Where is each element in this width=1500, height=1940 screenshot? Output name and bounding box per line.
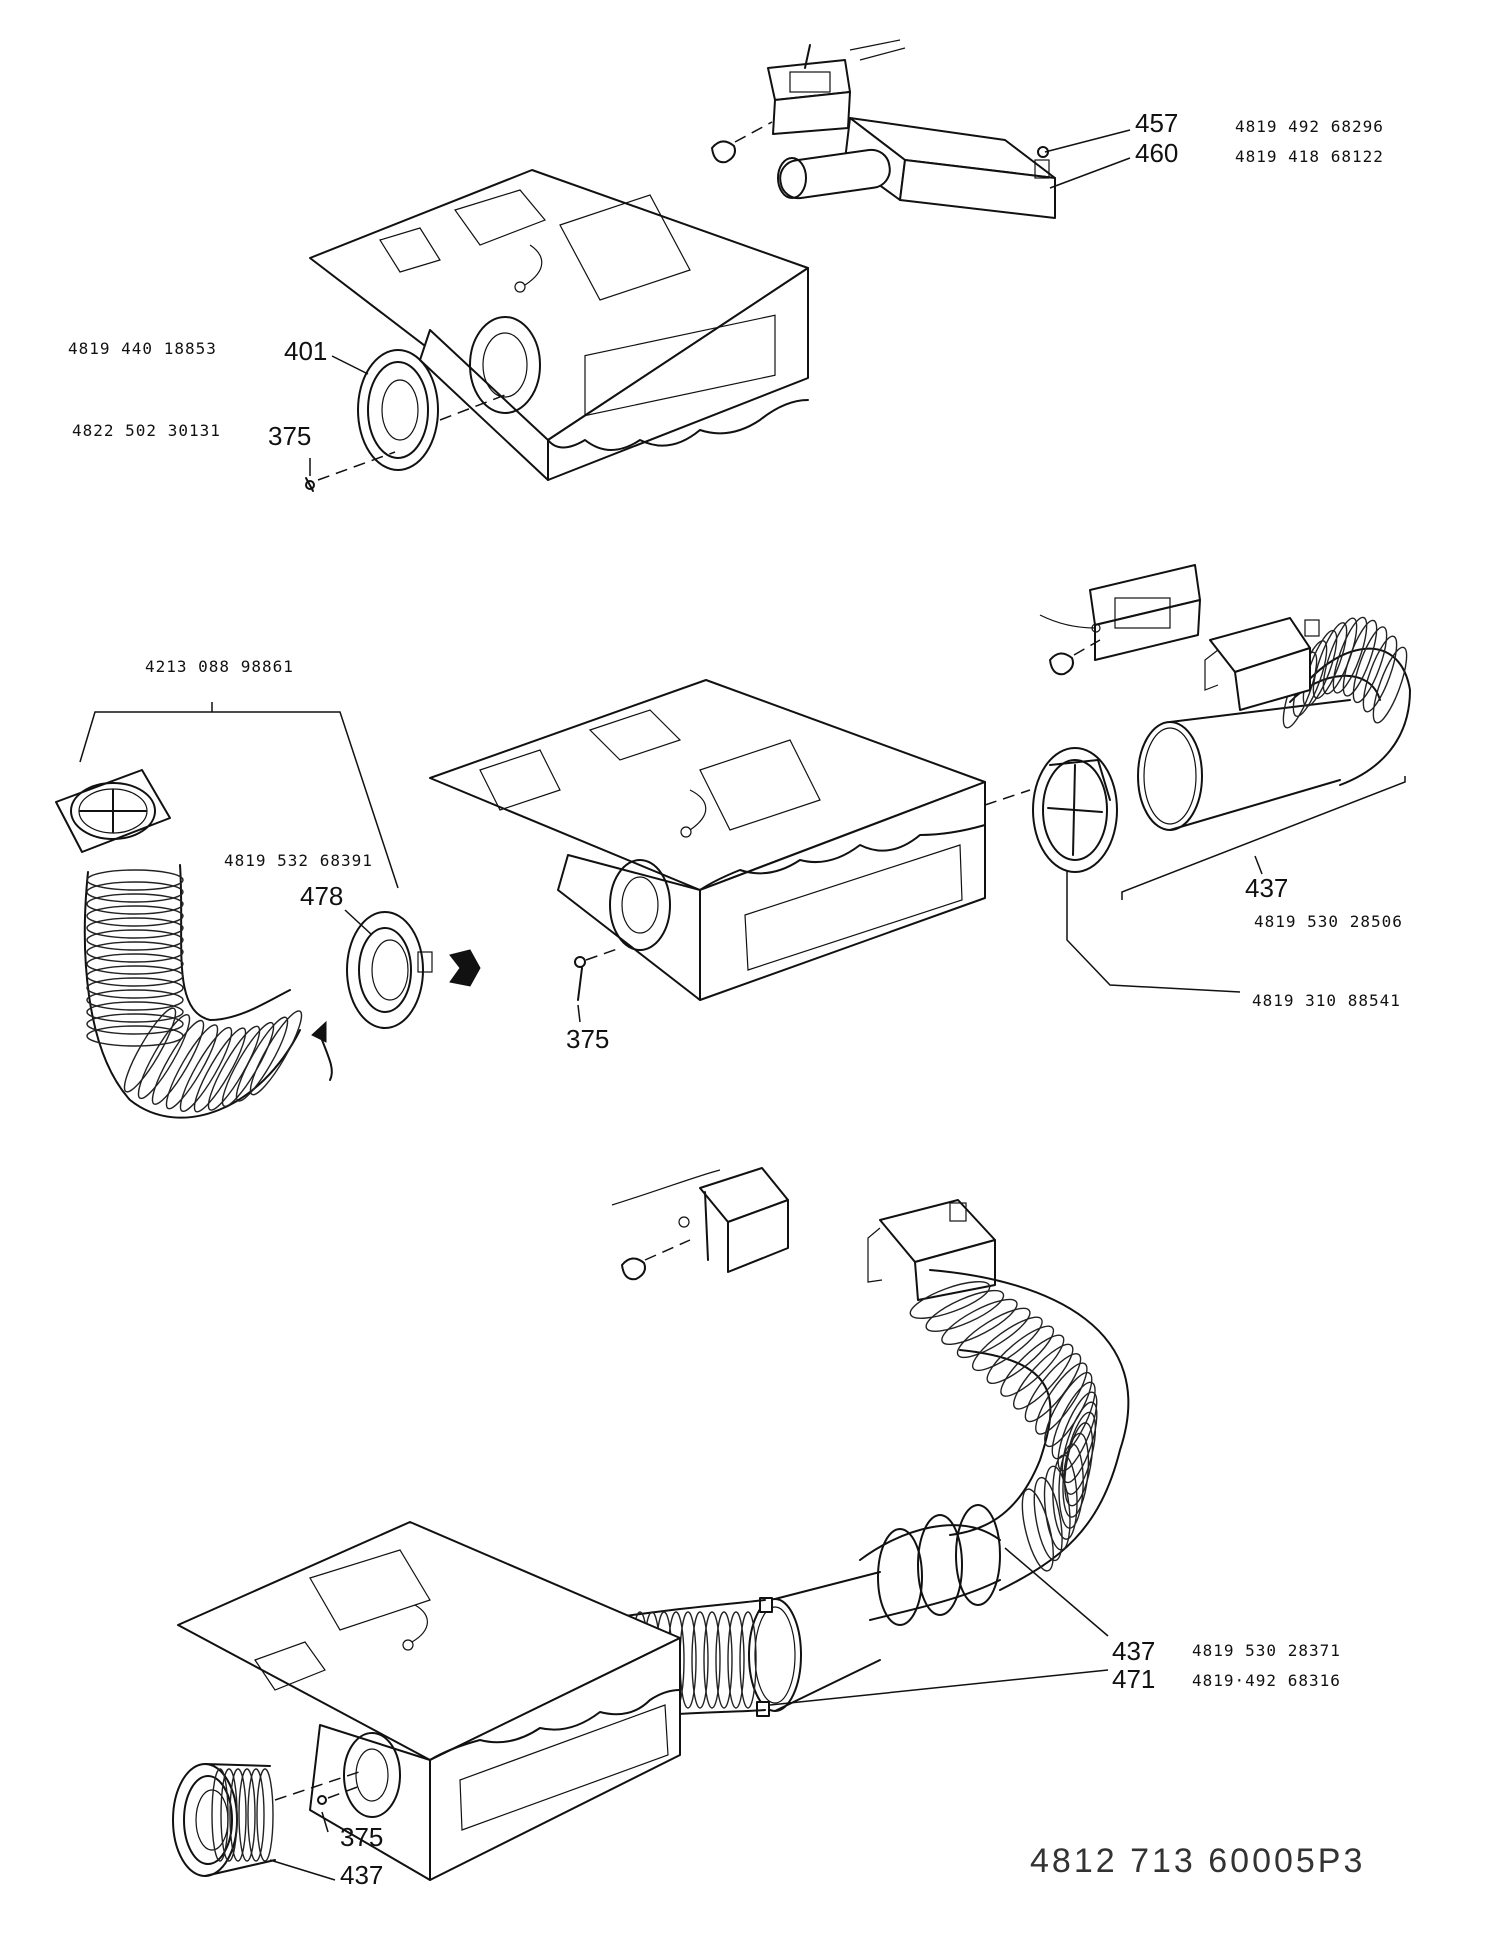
clip-bottom — [621, 1239, 691, 1281]
part-number-478: 4819 532 68391 — [224, 851, 373, 870]
rotation-arrow — [311, 1020, 333, 1081]
direction-arrow — [449, 949, 481, 987]
screw-375-middle — [574, 947, 621, 1001]
screw-375-top — [305, 451, 396, 492]
part-number-457: 4819 492 68296 — [1235, 117, 1384, 136]
bracket-middle-right — [1039, 564, 1201, 661]
leader-478 — [344, 909, 373, 936]
leader-460 — [1049, 157, 1131, 189]
flanged-hose-end — [172, 1763, 366, 1877]
callout-375-top: 375 — [268, 421, 311, 451]
leader-ring — [1066, 870, 1241, 993]
callout-437-end: 437 — [340, 1860, 383, 1890]
document-number: 4812 713 60005P3 — [1030, 1842, 1365, 1880]
clip-471-top — [759, 1597, 773, 1613]
leader-lines — [269, 129, 1263, 1881]
callout-437-bottom: 437 — [1112, 1636, 1155, 1666]
labels: 457 460 4819 492 68296 4819 418 68122 48… — [68, 108, 1403, 1890]
connector-middle — [984, 789, 1031, 806]
callout-375-bottom: 375 — [340, 1822, 383, 1852]
clip-471-bottom — [756, 1701, 770, 1717]
part-number-437-middle: 4819 530 28506 — [1254, 912, 1403, 931]
clip-top — [711, 121, 773, 164]
callout-401: 401 — [284, 336, 327, 366]
exhaust-adapter-bottom — [867, 1199, 996, 1301]
leader-471 — [769, 1669, 1109, 1706]
rigid-tube-437 — [1137, 699, 1351, 831]
part-number-401: 4819 440 18853 — [68, 339, 217, 358]
callout-457: 457 — [1135, 108, 1178, 138]
round-vent-flange — [1032, 747, 1118, 873]
dryer-base-bottom — [177, 1521, 681, 1881]
callout-478: 478 — [300, 881, 343, 911]
callout-460: 460 — [1135, 138, 1178, 168]
square-flange — [55, 769, 171, 853]
middle-assembly — [55, 564, 1411, 1119]
dryer-base-top — [309, 169, 809, 481]
callout-437-middle: 437 — [1245, 873, 1288, 903]
gasket-401 — [357, 349, 506, 471]
part-number-375: 4822 502 30131 — [72, 421, 221, 440]
leader-457 — [1044, 129, 1131, 153]
upper-bracket — [767, 39, 906, 135]
top-assembly — [305, 39, 1056, 492]
part-number-ring: 4819 310 88541 — [1252, 991, 1401, 1010]
adapter-ring-478 — [346, 911, 433, 1029]
part-number-kit: 4213 088 98861 — [145, 657, 294, 676]
flex-connector-right — [1204, 616, 1411, 786]
grouping-bracket-437 — [1121, 776, 1406, 900]
part-number-460: 4819 418 68122 — [1235, 147, 1384, 166]
leader-437-middle — [1254, 855, 1263, 875]
long-flexible-hose — [909, 1269, 1130, 1591]
screw-457 — [1034, 146, 1050, 179]
leader-375-middle — [577, 1004, 581, 1023]
exhaust-duct-460 — [777, 117, 1056, 219]
kit-bracket-lines — [79, 702, 399, 889]
part-number-437-bottom: 4819 530 28371 — [1192, 1641, 1341, 1660]
coupling-sleeve — [748, 1571, 881, 1712]
screw-375-bottom — [317, 1785, 361, 1805]
leader-375-bottom — [321, 1811, 329, 1833]
flexible-hose-middle — [83, 864, 303, 1119]
leader-401 — [331, 355, 369, 375]
bracket-bottom-top — [611, 1167, 789, 1273]
callout-471: 471 — [1112, 1664, 1155, 1694]
clip-middle — [1049, 639, 1101, 676]
bottom-assembly — [172, 1167, 1130, 1881]
dryer-base-middle — [429, 679, 986, 1001]
leader-437-bottom — [1004, 1547, 1109, 1637]
leader-437-end — [269, 1859, 336, 1881]
hose-cage-clamp — [859, 1504, 1001, 1626]
part-number-471: 4819·492 68316 — [1192, 1671, 1341, 1690]
callout-375-middle: 375 — [566, 1024, 609, 1054]
